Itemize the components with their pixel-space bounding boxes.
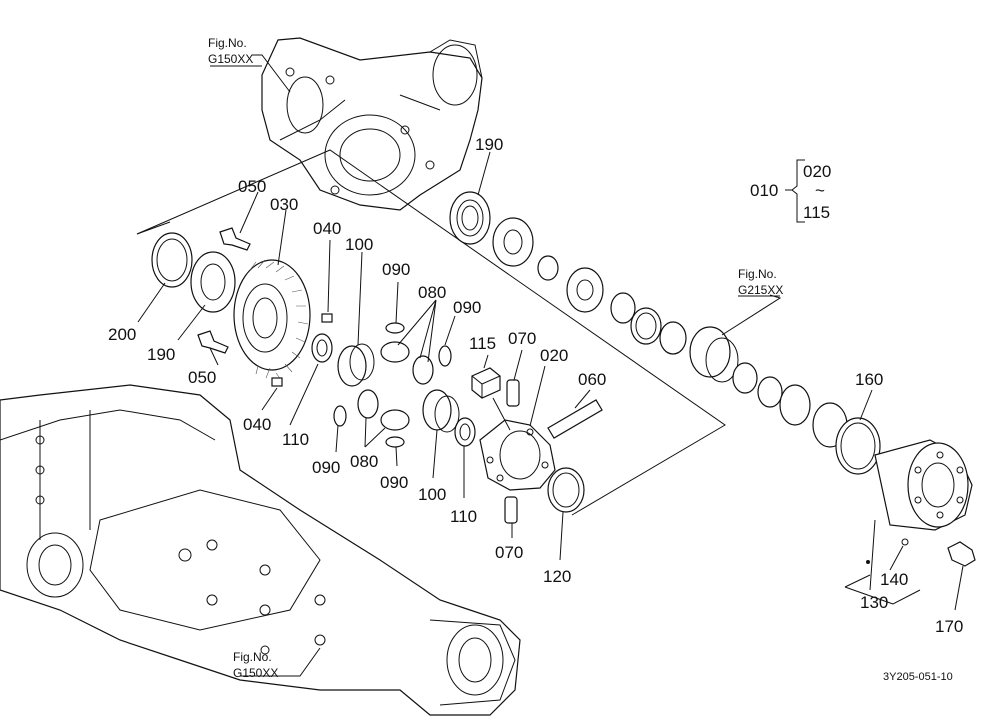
part-label: 110: [450, 507, 477, 526]
ball-140: [866, 538, 909, 564]
pinion-gears-080: [357, 341, 434, 431]
drawing-code: 3Y205-051-10: [883, 671, 953, 683]
part-label: 120: [543, 567, 571, 586]
ring-120: [547, 467, 585, 513]
range-to: 115: [803, 203, 830, 222]
part-label: 100: [418, 485, 446, 504]
differential-case-020: [479, 419, 556, 491]
part-label: 030: [270, 195, 298, 214]
part-label: 090: [382, 260, 410, 279]
part-label: 080: [418, 283, 446, 302]
bolts-050: [197, 227, 251, 354]
fig-ref-1: G150XX: [208, 52, 253, 66]
upper-axle-housing: [261, 37, 483, 211]
washers-110: [311, 333, 476, 447]
fig-no-label-2: Fig.No.: [738, 267, 777, 281]
leader-lines: [137, 54, 964, 677]
part-label: 140: [880, 570, 908, 589]
part-label: 190: [475, 135, 503, 154]
part-label: 160: [855, 370, 883, 389]
side-gears-100: [337, 343, 460, 433]
block-115: [471, 367, 501, 399]
sleeve: [689, 326, 881, 475]
part-label: 040: [313, 219, 341, 238]
bolt-170: [947, 541, 976, 567]
pins-070: [504, 379, 520, 524]
part-label: 020: [540, 346, 568, 365]
bearing-190-upper: [449, 191, 491, 245]
lower-axle-housing: [0, 384, 521, 716]
part-label: 090: [380, 473, 408, 492]
part-label: 110: [282, 430, 309, 449]
part-label: 040: [243, 415, 271, 434]
labels: Fig.No. G150XX Fig.No. G215XX Fig.No. G1…: [108, 36, 963, 683]
pins-040: [271, 313, 333, 387]
part-label: 080: [350, 452, 378, 471]
fig-no-label-3: Fig.No.: [233, 650, 272, 664]
part-label: 070: [508, 329, 536, 348]
bearing-190-left: [190, 251, 236, 313]
hub-160: [874, 439, 973, 531]
assembly-frame: [136, 149, 921, 605]
part-label: 060: [578, 370, 606, 389]
part-label: 190: [147, 345, 175, 364]
part-label: 170: [935, 617, 963, 636]
part-label: 130: [860, 593, 888, 612]
part-label: 090: [453, 298, 481, 317]
range-tilde: ~: [815, 181, 825, 200]
ring-200: [151, 232, 193, 288]
part-label: 200: [108, 325, 136, 344]
part-label: 090: [312, 458, 340, 477]
part-label: 050: [188, 368, 216, 387]
range-main: 010: [750, 181, 778, 200]
shaft-parts: [492, 217, 687, 355]
part-label: 115: [469, 334, 496, 353]
range-from: 020: [803, 162, 831, 181]
thrust-washers-090: [333, 322, 452, 448]
fig-ref-2: G215XX: [738, 283, 783, 297]
shaft-060: [547, 399, 603, 439]
part-label: 100: [345, 235, 373, 254]
fig-no-label-1: Fig.No.: [208, 36, 247, 50]
bevel-gear-030: [233, 259, 311, 382]
part-label: 070: [495, 543, 523, 562]
part-label: 050: [238, 177, 266, 196]
range-bracket: [791, 159, 805, 223]
fig-ref-3: G150XX: [233, 666, 278, 680]
